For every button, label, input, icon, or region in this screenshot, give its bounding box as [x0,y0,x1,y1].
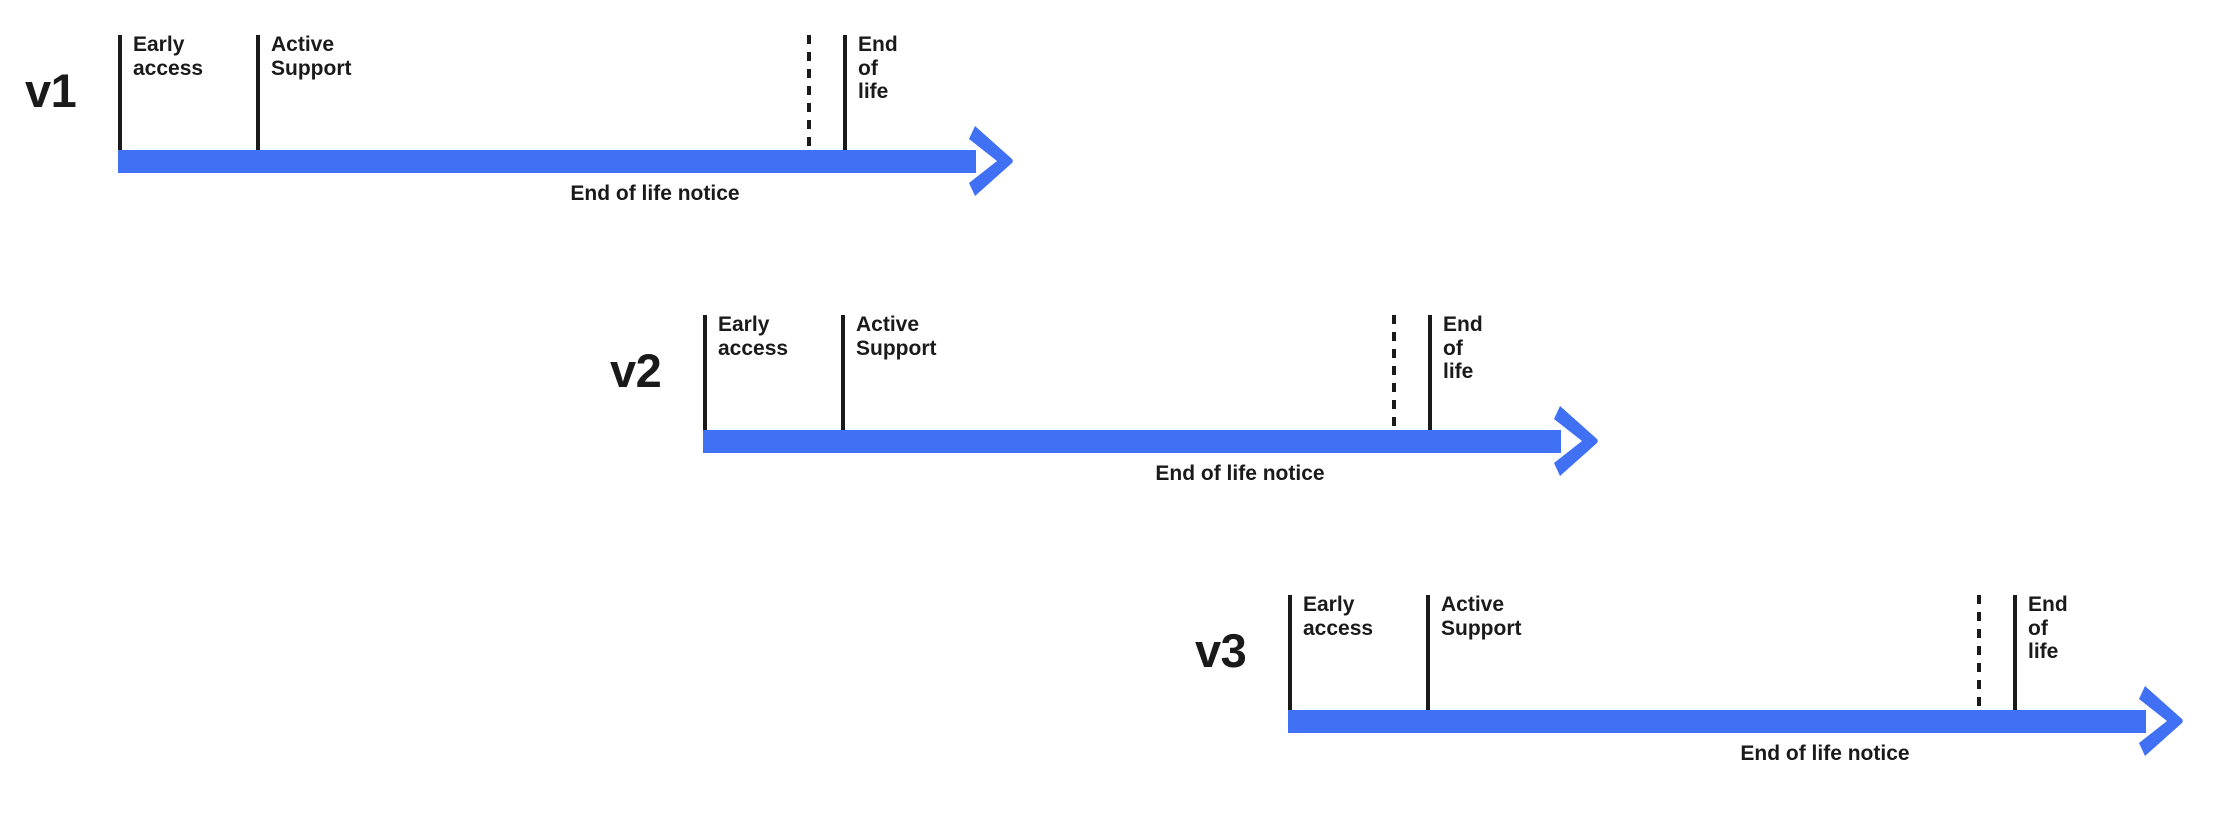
phase-label-active-support: Active Support [271,33,352,80]
phase-label-early-access: Early access [718,313,789,360]
phase-label-end-of-life: End of life [2028,593,2068,664]
divider-end-of-life-start [1428,315,1432,430]
divider-active-support-start [256,35,260,150]
divider-end-of-life-notice [1977,595,1981,710]
notice-label-end-of-life-notice: End of life notice [1155,462,1325,485]
arrow-head-icon [2139,686,2185,756]
notice-label-end-of-life-notice: End of life notice [1740,742,1910,765]
divider-early-access-start [703,315,707,430]
divider-early-access-start [118,35,122,150]
divider-end-of-life-start [2013,595,2017,710]
phase-label-early-access: Early access [1303,593,1374,640]
version-label-v1: v1 [25,64,77,117]
phase-label-end-of-life: End of life [858,33,898,104]
version-label-v3: v3 [1195,624,1247,677]
phase-label-end-of-life: End of life [1443,313,1483,384]
version-label-v2: v2 [610,344,662,397]
divider-active-support-start [841,315,845,430]
divider-end-of-life-notice [807,35,811,150]
lifecycle-track-bar [118,150,976,173]
phase-label-early-access: Early access [133,33,204,80]
phase-label-active-support: Active Support [856,313,937,360]
divider-early-access-start [1288,595,1292,710]
arrow-head-icon [1554,406,1600,476]
arrow-head-icon [969,126,1015,196]
divider-end-of-life-start [843,35,847,150]
phase-label-active-support: Active Support [1441,593,1522,640]
lifecycle-track-bar [1288,710,2146,733]
lifecycle-track-bar [703,430,1561,453]
notice-label-end-of-life-notice: End of life notice [570,182,740,205]
divider-active-support-start [1426,595,1430,710]
divider-end-of-life-notice [1392,315,1396,430]
